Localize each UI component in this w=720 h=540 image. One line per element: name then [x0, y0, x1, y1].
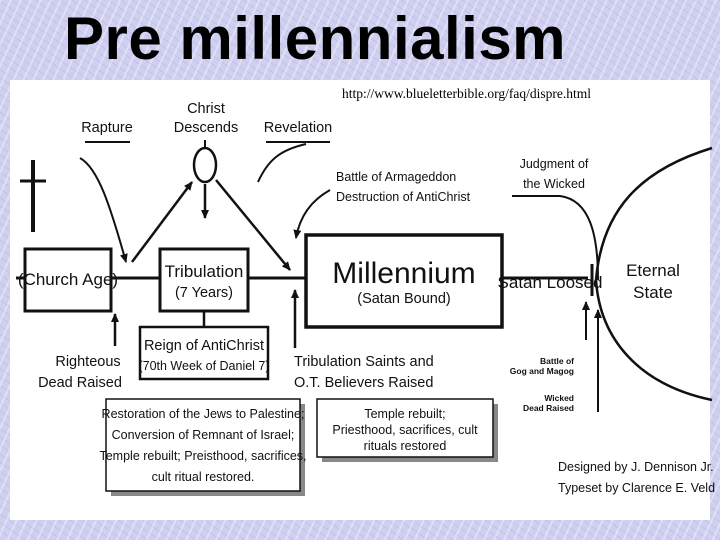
- restoration-line-4: cult ritual restored.: [152, 470, 255, 484]
- eternal-arc-outer: [594, 146, 713, 402]
- daniel-week-label: (70th Week of Daniel 7): [138, 359, 269, 373]
- ot-believers-label: O.T. Believers Raised: [294, 375, 433, 391]
- gog-magog-label-2: Gog and Magog: [510, 366, 574, 376]
- church-age-box: [23, 247, 113, 313]
- eternal-state-label: Eternal: [626, 261, 680, 280]
- restoration-line-1: Restoration of the Jews to Palestine;: [102, 407, 305, 421]
- designed-by-credit: Designed by J. Dennison Jr.: [558, 460, 714, 474]
- christ-descends-label-2: Descends: [174, 120, 238, 136]
- millennium-label: Millennium: [332, 257, 475, 290]
- christ-circle: [192, 146, 218, 184]
- temple-line-2: Priesthood, sacrifices, cult: [332, 423, 478, 437]
- tribulation-saints-label: Tribulation Saints and: [294, 354, 434, 370]
- rapture-label: Rapture: [81, 120, 133, 136]
- reign-antichrist-box: [138, 325, 270, 381]
- rapture-line: [131, 181, 193, 263]
- tribulation-label: Tribulation: [165, 262, 244, 281]
- slide-title: Pre millennialism: [64, 5, 567, 72]
- tribulation-box: [158, 247, 250, 313]
- wicked-dead-label-2: Dead Raised: [523, 403, 574, 413]
- armageddon-label: Battle of Armageddon: [336, 170, 456, 184]
- satan-bound-label: (Satan Bound): [357, 291, 451, 307]
- christ-descends-label: Christ: [187, 101, 225, 117]
- temple-line-1: Temple rebuilt;: [364, 407, 445, 421]
- tribulation-duration: (7 Years): [175, 285, 233, 301]
- restoration-line-2: Conversion of Remnant of Israel;: [112, 428, 295, 442]
- revelation-line: [215, 179, 291, 271]
- eternal-arc-inner: [512, 195, 599, 281]
- satan-loosed-label: Satan Loosed: [498, 273, 603, 292]
- typeset-by-credit: Typeset by Clarence E. Veld: [558, 481, 715, 495]
- antichrist-destruction-label: Destruction of AntiChrist: [336, 190, 471, 204]
- wicked-dead-label: Wicked: [544, 393, 574, 403]
- judgment-label-2: the Wicked: [523, 177, 585, 191]
- eternal-state-label-2: State: [633, 283, 673, 302]
- rapture-curve: [79, 157, 128, 263]
- gog-magog-label: Battle of: [540, 356, 574, 366]
- judgment-label: Judgment of: [520, 157, 589, 171]
- restoration-box: [105, 398, 301, 492]
- reign-antichrist-label: Reign of AntiChrist: [144, 338, 264, 354]
- millennium-box: [304, 233, 504, 329]
- revelation-curve: [257, 143, 307, 183]
- restoration-line-3: Temple rebuilt; Preisthood, sacrifices,: [99, 449, 306, 463]
- righteous-dead-label-2: Dead Raised: [38, 375, 122, 391]
- righteous-dead-label: Righteous: [55, 354, 120, 370]
- cross-icon: [20, 160, 46, 232]
- source-url: http://www.blueletterbible.org/faq/dispr…: [342, 86, 591, 101]
- revelation-label: Revelation: [264, 120, 333, 136]
- temple-line-3: rituals restored: [364, 439, 447, 453]
- church-age-label: (Church Age): [18, 270, 118, 289]
- armageddon-curve: [293, 189, 331, 239]
- temple-box: [316, 398, 494, 458]
